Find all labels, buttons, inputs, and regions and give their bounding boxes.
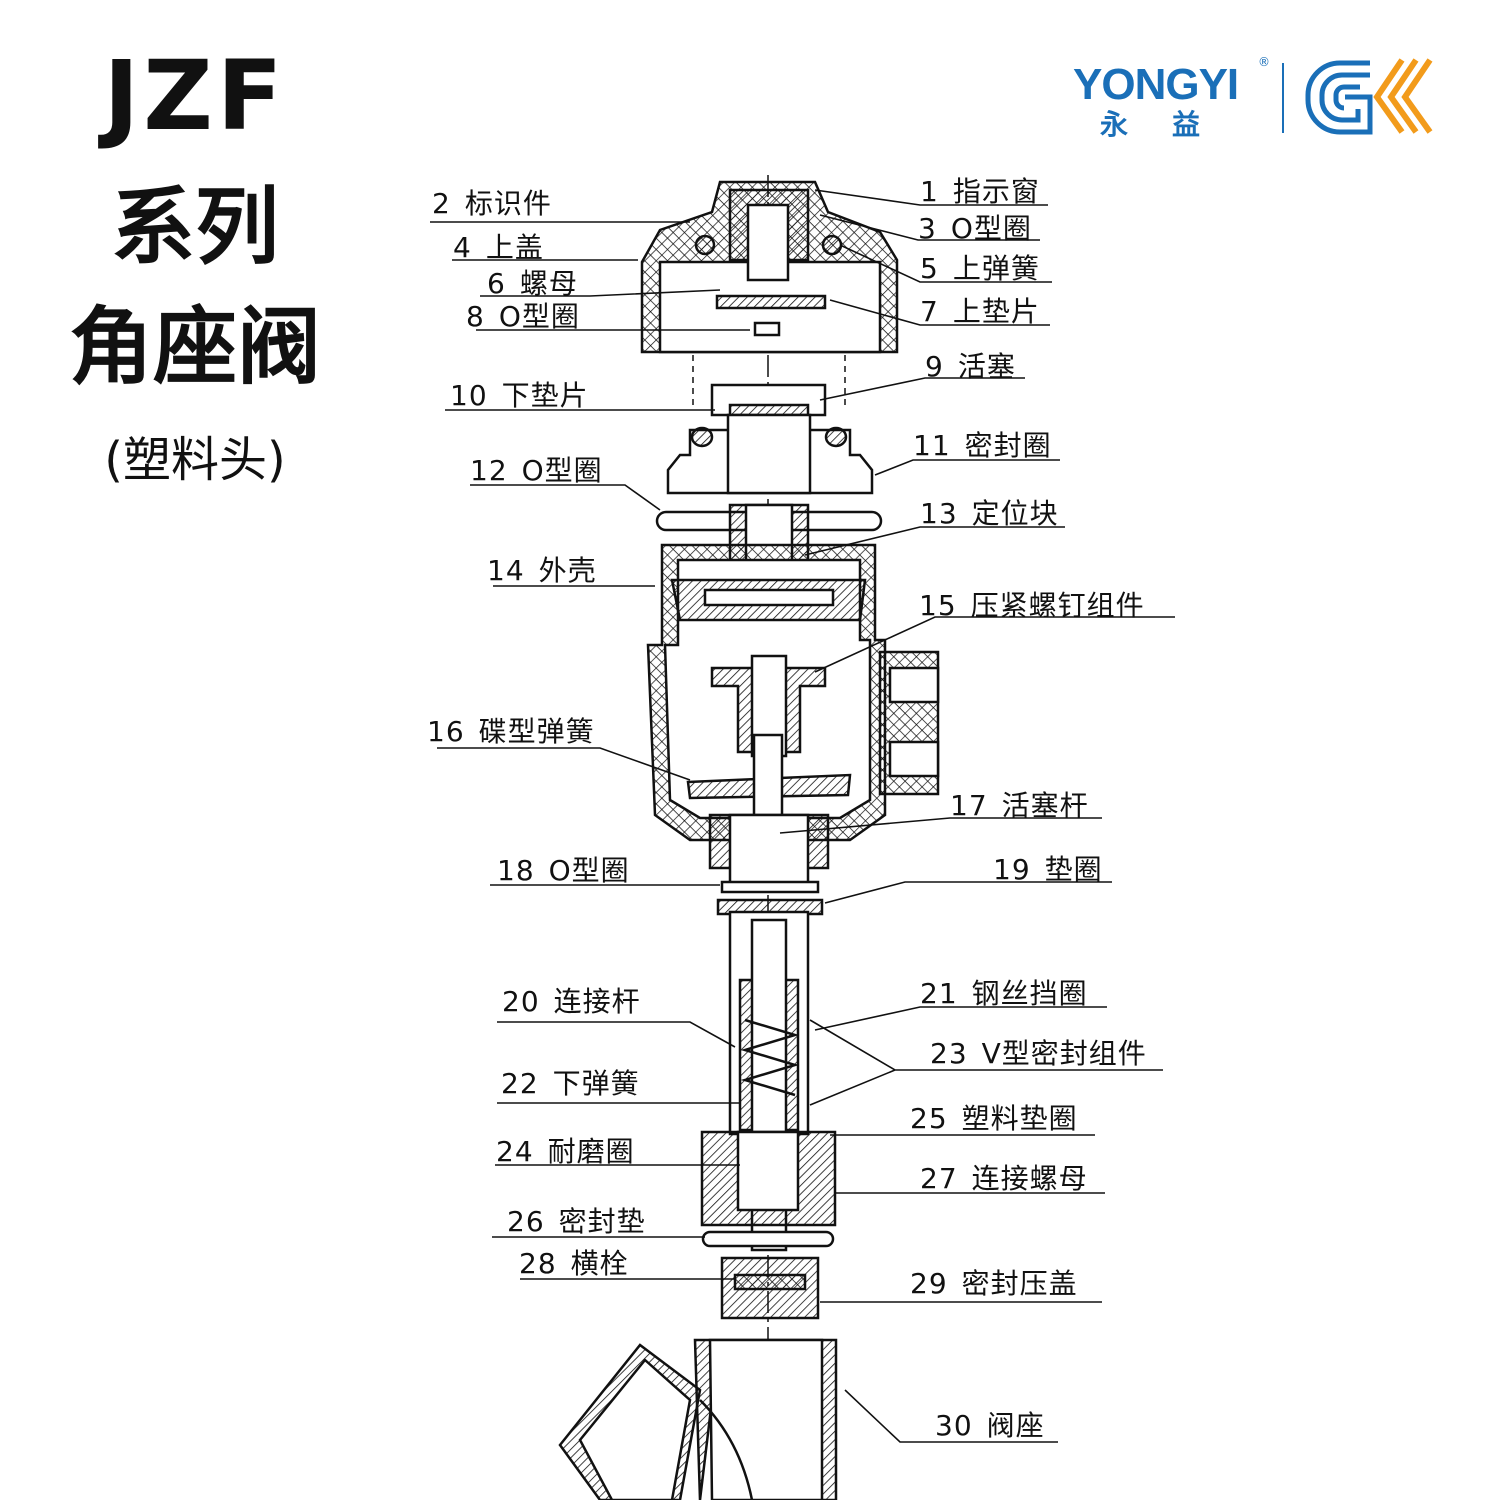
leader-lines	[430, 189, 1175, 1443]
brand-logo: YONGYI ® 永益	[1070, 55, 1440, 141]
product-title: 角座阀	[68, 298, 321, 396]
series-title: 系列	[110, 178, 279, 276]
gk-logo-icon	[1282, 58, 1433, 135]
model-title: JZF	[103, 40, 287, 152]
brand-name-cn: 永益	[1100, 108, 1245, 141]
registered-mark: ®	[1258, 55, 1270, 69]
brand-name: YONGYI	[1073, 60, 1239, 109]
subtitle: (塑料头)	[104, 432, 286, 488]
